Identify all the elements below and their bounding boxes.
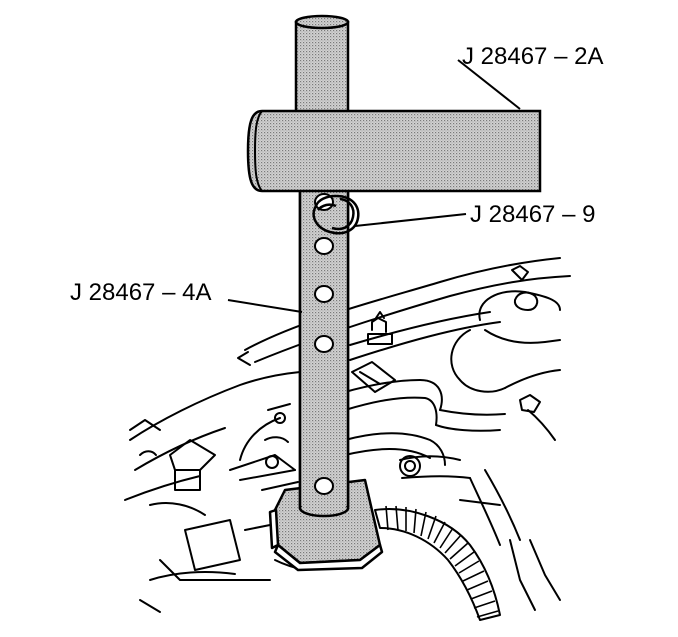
post-hole — [314, 335, 334, 353]
engine-compartment-background — [124, 257, 571, 613]
post-hole — [314, 477, 334, 495]
callout-label-bar: J 28467 – 2A — [462, 43, 603, 70]
post-hole — [314, 237, 334, 255]
wire-harness-conduit — [374, 505, 501, 621]
post-hole — [314, 285, 334, 303]
leader-line-post — [227, 299, 303, 313]
leader-line-bar — [457, 59, 521, 110]
upper-spindle — [294, 14, 350, 119]
retaining-pin-j28467-9 — [312, 194, 360, 235]
cross-bar-j28467-2a — [246, 109, 542, 193]
callout-label-post: J 28467 – 4A — [70, 279, 211, 306]
leader-line-pin — [354, 213, 467, 227]
callout-label-pin: J 28467 – 9 — [470, 201, 595, 228]
leader-lines — [227, 59, 521, 313]
support-post-j28467-4a — [298, 188, 350, 518]
